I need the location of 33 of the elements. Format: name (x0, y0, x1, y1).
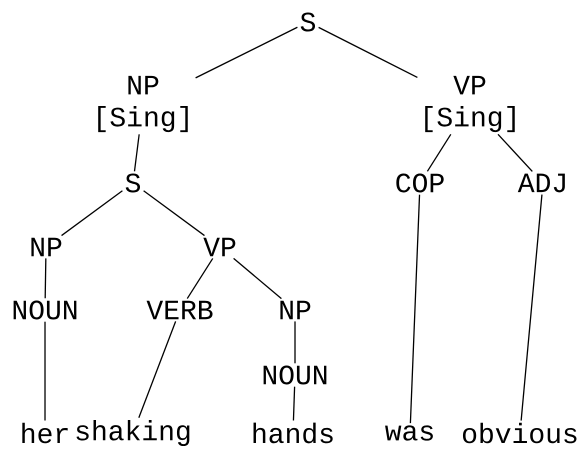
tree-label: ADJ (518, 174, 565, 192)
word: shaking (76, 420, 190, 446)
word: obvious (462, 422, 576, 444)
word: was (385, 425, 433, 441)
tree-branch (138, 321, 176, 418)
tree-branch (195, 26, 298, 78)
tree-branch (410, 194, 420, 424)
tree-label: VP (203, 238, 236, 256)
tree-label: VP [Sing] (425, 76, 515, 132)
tree-branch (44, 322, 46, 420)
tree-branch (426, 134, 452, 172)
tree-branch (61, 190, 123, 236)
tree-label: S (300, 12, 316, 32)
tree-branch (233, 258, 282, 300)
tree-label: NOUN (264, 366, 326, 384)
tree-label: NOUN (14, 300, 76, 320)
tree-label: COP (396, 174, 444, 192)
tree-branch (143, 190, 205, 236)
tree-branch (134, 134, 140, 172)
word: her (22, 422, 68, 444)
tree-label: NP (280, 300, 310, 320)
tree-branch (292, 386, 296, 420)
tree-label: S (126, 174, 140, 192)
tree-branch (294, 321, 296, 364)
tree-branch (498, 134, 533, 172)
tree-branch (44, 258, 46, 298)
word: hands (254, 422, 333, 444)
tree-label: VERB (146, 300, 213, 320)
tree-label: NP (31, 238, 62, 256)
tree-branch (318, 26, 418, 78)
tree-branch (520, 194, 543, 421)
tree-label: NP [Sing] (98, 76, 188, 132)
tree-branch (186, 258, 214, 299)
